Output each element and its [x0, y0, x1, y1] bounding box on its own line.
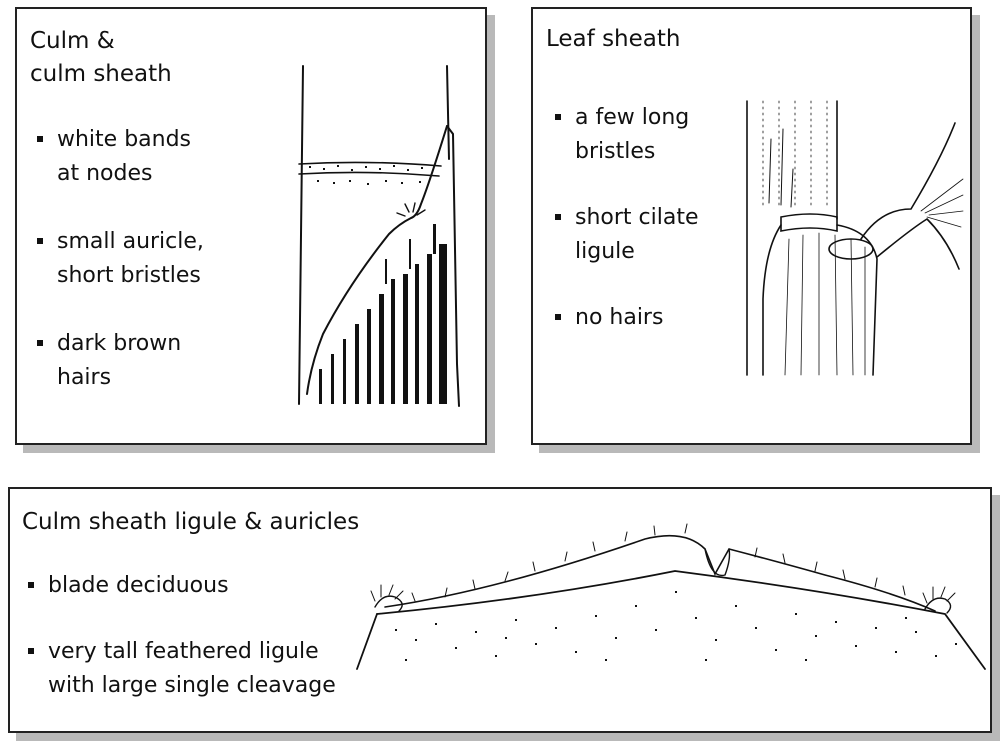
ciliate-ligule — [780, 213, 838, 233]
sheath-left-edge — [356, 613, 378, 670]
ligule-bullet-blade-deciduous: blade deciduous — [22, 569, 336, 603]
sheath-edge — [306, 125, 448, 395]
sheath-dot-texture — [395, 591, 957, 661]
right-auricle-bristles — [922, 586, 956, 604]
bullet-line: small auricle, — [57, 229, 204, 254]
sheath-left-edge — [762, 224, 782, 376]
bullet-line: ligule — [575, 239, 635, 264]
leaf-bullet-ciliate-ligule: short cilate ligule — [549, 201, 699, 269]
sheath-veins — [784, 232, 866, 376]
sheath-right-edge — [446, 125, 460, 407]
bullet-line: short cilate — [575, 205, 699, 230]
blade-lower-edge — [876, 217, 960, 270]
blade-veins — [920, 178, 964, 228]
node-band-stipple — [309, 165, 423, 185]
culm-bullet-small-auricle: small auricle, short bristles — [31, 225, 204, 293]
culm-title-line1: Culm & — [30, 28, 115, 54]
culm-right-edge — [446, 65, 450, 160]
ligule-panel: Culm sheath ligule & auricles blade deci… — [8, 487, 992, 733]
leaf-bullet-long-bristles: a few long bristles — [549, 101, 699, 169]
culm-panel-title: Culm & culm sheath — [30, 25, 172, 91]
ligule-cleavage — [704, 548, 731, 577]
ligule-bullet-tall-feathered: very tall feathered ligule with large si… — [22, 635, 336, 703]
bullet-line: white bands — [57, 127, 192, 152]
leaf-panel: Leaf sheath a few long bristles short ci… — [531, 7, 972, 445]
ligule-flap — [828, 238, 874, 260]
ligule-panel-title: Culm sheath ligule & auricles — [22, 509, 360, 535]
left-auricle — [374, 595, 403, 612]
ligule-auricles-illustration — [356, 523, 986, 670]
ligule-bullet-list: blade deciduous very tall feathered ligu… — [22, 569, 336, 735]
sheath-top-edge — [376, 570, 986, 670]
culm-bullet-list: white bands at nodes small auricle, shor… — [31, 123, 204, 429]
dark-hairs — [319, 224, 447, 404]
leaf-sheath-illustration — [746, 100, 964, 376]
bullet-line: a few long — [575, 105, 690, 130]
culm-left-edge — [298, 65, 304, 405]
leaf-bullet-no-hairs: no hairs — [549, 301, 699, 335]
bullet-line: blade deciduous — [48, 573, 229, 598]
bullet-line: with large single cleavage — [48, 673, 336, 698]
bullet-line: hairs — [57, 365, 112, 390]
culm-bullet-dark-brown-hairs: dark brown hairs — [31, 327, 204, 395]
bullet-line: short bristles — [57, 263, 201, 288]
culm-title-line2: culm sheath — [30, 61, 172, 87]
right-auricle — [924, 597, 952, 614]
stem-striations — [762, 100, 828, 210]
bullet-line: at nodes — [57, 161, 153, 186]
leaf-panel-title: Leaf sheath — [546, 26, 681, 52]
ligule-hairs — [411, 523, 906, 602]
node-band-top — [298, 161, 442, 167]
long-bristles — [768, 128, 794, 208]
culm-bullet-white-bands: white bands at nodes — [31, 123, 204, 191]
node-band-bottom — [298, 171, 440, 177]
bullet-line: no hairs — [575, 305, 664, 330]
culm-sheath-illustration — [298, 65, 460, 407]
culm-panel: Culm & culm sheath white bands at nodes … — [15, 7, 487, 445]
left-auricle-bristles — [370, 584, 404, 602]
blade-upper-edge — [860, 122, 956, 240]
bullet-line: very tall feathered ligule — [48, 639, 319, 664]
feathered-ligule — [384, 534, 936, 612]
bullet-line: bristles — [575, 139, 656, 164]
sheath-right-edge — [836, 224, 878, 376]
leaf-bullet-list: a few long bristles short cilate ligule … — [549, 101, 699, 367]
auricle-bristles — [396, 202, 426, 217]
bullet-line: dark brown — [57, 331, 182, 356]
